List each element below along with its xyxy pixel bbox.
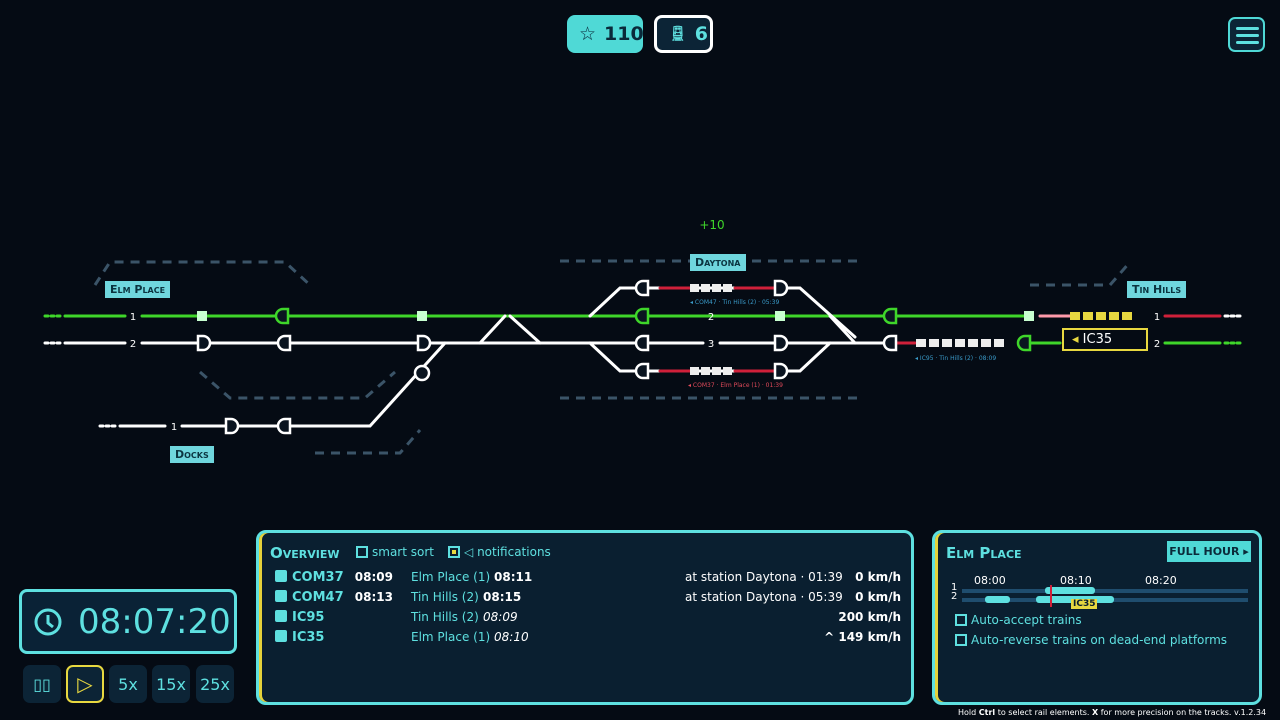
station-label-daytona[interactable]: Daytona — [690, 254, 746, 271]
track-number: 1 — [171, 422, 177, 433]
train-count-value: 6 — [694, 23, 709, 45]
train-count-badge: 🚆︎ 6 — [654, 15, 713, 53]
train-ic35 — [1070, 312, 1132, 320]
destination: Elm Place (1) — [411, 570, 491, 584]
pause-button[interactable]: ▯▯ — [23, 665, 61, 703]
score-value: 110 — [604, 23, 644, 45]
track-docks[interactable] — [118, 341, 447, 428]
track-number: 1 — [1154, 312, 1160, 323]
station-panel-title: Elm Place — [946, 544, 1022, 562]
speed-25x-button[interactable]: 25x — [196, 665, 234, 703]
train-id: COM47 — [292, 590, 344, 605]
version-label: v.1.2.34 — [1234, 708, 1267, 717]
clock-time: 08:07:20 — [78, 601, 231, 642]
signals[interactable] — [196, 279, 1032, 435]
departure-time: 08:10 — [494, 630, 529, 644]
time-tick: 08:20 — [1145, 574, 1177, 587]
train-label: ◂ COM47 · Tin Hills (2) · 05:39 — [690, 299, 779, 306]
train-speed: ^ 149 km/h — [824, 630, 901, 644]
auto-reverse-checkbox[interactable]: Auto-reverse trains on dead-end platform… — [955, 633, 1227, 647]
auto-accept-label: Auto-accept trains — [971, 613, 1082, 627]
train-label: ◂ IC95 · Tin Hills (2) · 08:09 — [915, 355, 996, 362]
track-number: 2 — [130, 339, 136, 350]
train-row[interactable]: IC95 Tin Hills (2) 08:09 200 km/h — [275, 610, 901, 628]
daytona-switches[interactable] — [478, 286, 857, 373]
train-icon — [275, 610, 287, 622]
train-icon — [275, 590, 287, 602]
train-icon: 🚆︎ — [669, 26, 687, 42]
destination: Tin Hills (2) — [411, 590, 479, 604]
score-badge: ☆ 110 — [567, 15, 644, 53]
station-label-tin-hills[interactable]: Tin Hills — [1127, 281, 1187, 298]
track-number: 1 — [130, 312, 136, 323]
play-button[interactable]: ▷ — [66, 665, 104, 703]
station-label-elm-place[interactable]: Elm Place — [105, 281, 171, 298]
arrival-time: 08:13 — [354, 590, 393, 604]
station-label-docks[interactable]: Docks — [170, 446, 214, 463]
train-id: IC95 — [292, 610, 325, 625]
notifications-label: notifications — [477, 545, 551, 559]
footer-hint: Hold Ctrl to select rail elements. X for… — [958, 708, 1232, 717]
track-number: 2 — [1154, 339, 1160, 350]
train-status: at station Daytona · 05:39 — [685, 590, 843, 604]
departure-time: 08:11 — [494, 570, 533, 584]
speed-15x-button[interactable]: 15x — [152, 665, 190, 703]
speaker-icon: ◁ — [464, 545, 474, 559]
selected-train-name: IC35 — [1082, 332, 1113, 347]
track-number: 2 — [708, 312, 714, 323]
direction-icon: ◂ — [1072, 332, 1079, 347]
train-id: IC35 — [292, 630, 325, 645]
track-number: 3 — [708, 339, 714, 350]
train-status: at station Daytona · 01:39 — [685, 570, 843, 584]
smart-sort-checkbox[interactable]: smart sort — [356, 545, 434, 559]
speed-5x-button[interactable]: 5x — [109, 665, 147, 703]
auto-accept-checkbox[interactable]: Auto-accept trains — [955, 613, 1082, 627]
arrival-time: 08:09 — [354, 570, 393, 584]
train-id: COM37 — [292, 570, 344, 585]
overview-title: Overview — [270, 544, 340, 562]
time-tick: 08:10 — [1060, 574, 1092, 587]
train-speed: 0 km/h — [855, 590, 901, 604]
timeline-train-marker[interactable]: IC35 — [1071, 599, 1098, 609]
train-row[interactable]: IC35 Elm Place (1)08:10 ^ 149 km/h — [275, 630, 901, 648]
clock-icon — [34, 608, 62, 635]
destination: Elm Place (1) — [411, 630, 491, 644]
notifications-checkbox[interactable]: ◁ notifications — [448, 545, 551, 559]
track-map[interactable]: 1 2 1 2 3 1 2 ◂ COM47 · Tin Hills (2) · … — [0, 0, 1280, 530]
train-row[interactable]: COM37 08:09 Elm Place (1)08:11 at station D… — [275, 570, 901, 588]
overview-panel: Overview smart sort ◁ notifications COM3… — [256, 530, 914, 705]
time-tick: 08:00 — [974, 574, 1006, 587]
bonus-popup: +10 — [699, 218, 724, 232]
game-clock: 08:07:20 — [19, 589, 237, 654]
menu-button[interactable] — [1228, 17, 1265, 52]
trains[interactable] — [690, 284, 1132, 375]
full-hour-button[interactable]: FULL HOUR ▸ — [1167, 541, 1251, 562]
departure-time: 08:09 — [483, 610, 518, 624]
destination: Tin Hills (2) — [411, 610, 479, 624]
departure-time: 08:15 — [483, 590, 522, 604]
train-row[interactable]: COM47 08:13 Tin Hills (2) 08:15 at station D… — [275, 590, 901, 608]
selected-train-tag[interactable]: ◂ IC35 — [1062, 328, 1148, 351]
auto-reverse-label: Auto-reverse trains on dead-end platform… — [971, 633, 1228, 647]
star-icon: ☆ — [579, 23, 597, 45]
train-speed: 0 km/h — [855, 570, 901, 584]
train-speed: 200 km/h — [838, 610, 901, 624]
station-panel: Elm Place FULL HOUR ▸ 08:00 08:10 08:20 … — [932, 530, 1262, 705]
menu-list-icon — [1236, 27, 1259, 30]
smart-sort-label: smart sort — [372, 545, 434, 559]
train-label: ◂ COM37 · Elm Place (1) · 01:39 — [688, 382, 783, 389]
train-icon — [275, 630, 287, 642]
train-icon — [275, 570, 287, 582]
